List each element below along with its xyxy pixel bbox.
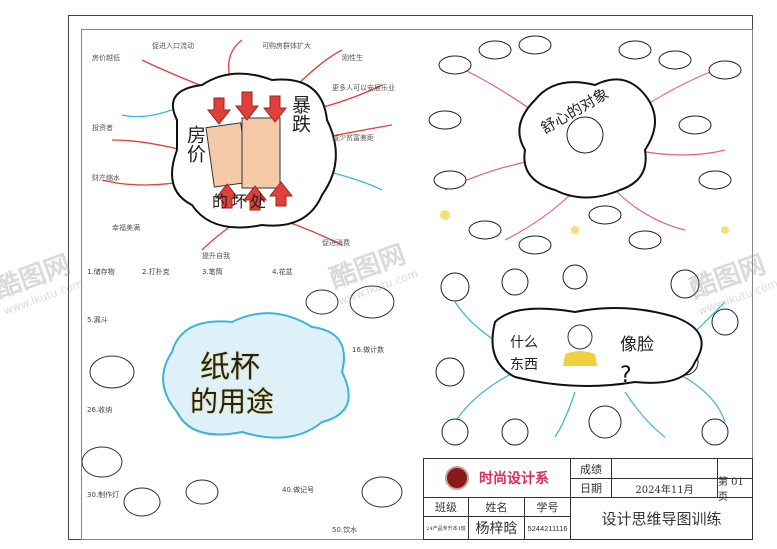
mindmap-face-like-things: ? 什么 东西 像脸 <box>425 262 752 456</box>
svg-text:40.做记号: 40.做记号 <box>282 485 314 494</box>
id-label: 学号 <box>524 497 571 517</box>
mindmap-face-drawing: ? <box>435 264 739 446</box>
department-logo: 时尚设计系 <box>479 471 549 487</box>
svg-text:16.做计数: 16.做计数 <box>352 345 384 354</box>
svg-text:50.饮水: 50.饮水 <box>332 525 357 534</box>
mindmap-comforting-drawing <box>428 35 742 255</box>
svg-text:可购房群体扩大: 可购房群体扩大 <box>262 41 311 50</box>
assignment-title: 设计思维导图训练 <box>570 497 753 540</box>
svg-text:提升自我: 提升自我 <box>202 251 230 260</box>
svg-text:促进消费: 促进消费 <box>322 238 350 247</box>
svg-text:5.漏斗: 5.漏斗 <box>87 315 108 324</box>
logo-cell: 时尚设计系 <box>423 458 571 498</box>
page-number: 第 01 页 <box>717 477 753 503</box>
score-value <box>611 458 718 479</box>
mindmap-paper-cup: 1.储存物 2.打扑克 3.笔筒 4.花盆 5.漏斗 16.做计数 26.收纳 30.制作… <box>82 262 420 539</box>
class-label: 班级 <box>423 497 469 517</box>
score-label: 成绩 <box>570 458 612 479</box>
class-value: 24产品专升本1班 <box>423 516 469 540</box>
svg-text:减少贫富差距: 减少贫富差距 <box>332 133 374 142</box>
sheet-inner-border <box>81 29 753 540</box>
title-paper-cup: 纸杯 <box>200 350 260 385</box>
svg-text:26.收纳: 26.收纳 <box>87 405 112 414</box>
svg-text:更多人可以安居乐业: 更多人可以安居乐业 <box>332 83 395 92</box>
svg-text:促进入口流动: 促进入口流动 <box>152 41 194 50</box>
svg-text:1.储存物: 1.储存物 <box>87 267 115 276</box>
svg-text:房价越低: 房价越低 <box>92 53 120 62</box>
svg-text:幸福美满: 幸福美满 <box>112 223 140 232</box>
title-things: 东西 <box>510 357 538 373</box>
date-value: 2024年11月 <box>611 478 718 498</box>
student-id: 5244211116 <box>524 516 571 540</box>
mindmap-paper-cup-drawing: 1.储存物 2.打扑克 3.笔筒 4.花盆 5.漏斗 16.做计数 26.收纳 30.制作… <box>82 267 403 534</box>
title-downside: 的坏处 <box>212 192 270 211</box>
svg-text:?: ? <box>620 363 632 388</box>
title-house-price: 房价 <box>184 125 206 163</box>
school-emblem-icon <box>445 466 469 490</box>
svg-text:刚性生: 刚性生 <box>342 53 363 62</box>
svg-text:财产缩水: 财产缩水 <box>92 173 120 182</box>
svg-text:2.打扑克: 2.打扑克 <box>142 267 170 276</box>
title-uses: 的用途 <box>190 385 275 418</box>
name-label: 姓名 <box>468 497 525 517</box>
mindmap-house-price: 房价越低 促进入口流动 可购房群体扩大刚性生 更多人可以安居乐业投资者财产缩水 减少… <box>82 30 420 260</box>
mindmap-comforting-things: 舒心的对象 <box>425 30 752 260</box>
title-crash: 暴跌 <box>289 95 311 133</box>
date-label: 日期 <box>570 478 612 498</box>
title-what: 什么 <box>510 335 538 351</box>
svg-text:投资者: 投资者 <box>92 123 113 132</box>
svg-text:3.笔筒: 3.笔筒 <box>202 267 223 276</box>
title-block: 时尚设计系 成绩 日期 2024年11月 第 01 页 班级 姓名 学号 24产… <box>423 458 753 540</box>
svg-text:4.花盆: 4.花盆 <box>272 267 293 276</box>
title-like-face: 像脸 <box>620 335 654 355</box>
student-name: 杨梓晗 <box>468 516 525 540</box>
svg-text:30.制作灯: 30.制作灯 <box>87 490 119 499</box>
